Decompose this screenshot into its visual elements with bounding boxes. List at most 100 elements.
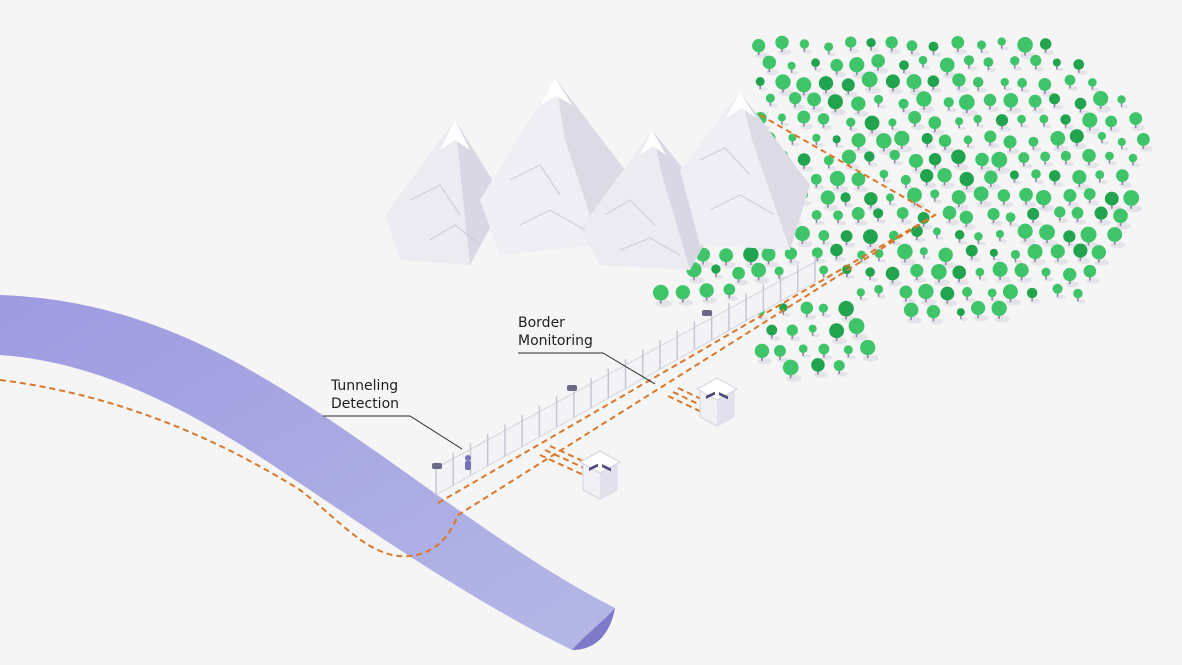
tree-icon bbox=[1082, 148, 1099, 169]
tunneling-detection-line-1: Tunneling bbox=[331, 378, 399, 394]
tree-icon bbox=[983, 57, 997, 73]
tree-icon bbox=[811, 58, 823, 72]
tree-icon bbox=[1093, 90, 1112, 113]
tree-icon bbox=[1050, 131, 1069, 153]
tree-icon bbox=[851, 172, 869, 193]
tree-icon bbox=[873, 208, 887, 224]
tree-icon bbox=[879, 169, 892, 184]
tree-icon bbox=[1027, 244, 1046, 266]
border-path bbox=[437, 114, 938, 504]
tree-icon bbox=[940, 286, 958, 307]
tree-icon bbox=[937, 168, 955, 189]
tree-icon bbox=[984, 130, 1000, 149]
tree-icon bbox=[1117, 137, 1129, 151]
tree-icon bbox=[1129, 112, 1146, 131]
tree-icon bbox=[963, 55, 978, 71]
tree-icon bbox=[829, 170, 849, 193]
tree-icon bbox=[1030, 54, 1045, 72]
tree-icon bbox=[723, 283, 739, 301]
tree-icon bbox=[811, 358, 828, 378]
tree-icon bbox=[906, 40, 921, 57]
tree-icon bbox=[842, 264, 855, 280]
tree-icon bbox=[984, 170, 1001, 190]
tree-icon bbox=[807, 92, 824, 113]
tree-icon bbox=[952, 73, 969, 93]
tree-icon bbox=[1028, 136, 1042, 152]
tree-icon bbox=[1091, 245, 1109, 266]
tree-icon bbox=[885, 74, 903, 95]
tree-icon bbox=[1064, 74, 1079, 91]
tree-icon bbox=[886, 193, 898, 207]
tree-icon bbox=[866, 38, 879, 53]
tunneling-detection-line-2: Detection bbox=[331, 396, 400, 412]
tree-icon bbox=[779, 303, 791, 317]
tree-icon bbox=[1017, 37, 1036, 60]
tree-icon bbox=[762, 55, 780, 76]
tree-icon bbox=[911, 225, 926, 243]
tree-icon bbox=[851, 96, 869, 118]
tree-icon bbox=[833, 360, 848, 377]
border-monitoring-line-1: Border bbox=[518, 315, 565, 331]
tree-icon bbox=[897, 243, 916, 266]
tree-icon bbox=[1073, 288, 1086, 304]
tree-icon bbox=[843, 345, 856, 360]
tree-icon bbox=[856, 288, 868, 302]
tree-icon bbox=[1136, 132, 1153, 152]
tree-icon bbox=[1014, 263, 1032, 284]
tree-icon bbox=[898, 98, 912, 115]
tree-icon bbox=[1031, 169, 1044, 184]
tree-icon bbox=[817, 113, 833, 131]
tree-icon bbox=[874, 284, 887, 299]
tree-icon bbox=[919, 247, 931, 261]
tree-icon bbox=[903, 302, 922, 324]
tree-icon bbox=[997, 37, 1009, 51]
tree-icon bbox=[1063, 230, 1079, 249]
tree-icon bbox=[899, 285, 916, 305]
tree-icon bbox=[1017, 223, 1036, 246]
tree-icon bbox=[952, 265, 970, 286]
tree-icon bbox=[926, 304, 944, 325]
tree-icon bbox=[1107, 227, 1126, 249]
tree-icon bbox=[938, 247, 956, 269]
tree-icon bbox=[1049, 93, 1064, 110]
tree-icon bbox=[907, 187, 925, 209]
tree-icon bbox=[997, 189, 1014, 208]
tree-icon bbox=[818, 76, 837, 97]
person-icon bbox=[465, 455, 471, 470]
tree-icon bbox=[959, 171, 977, 193]
tree-icon bbox=[962, 286, 976, 303]
tree-icon bbox=[927, 75, 943, 93]
tree-icon bbox=[916, 91, 935, 114]
tree-icon bbox=[699, 283, 717, 304]
tree-icon bbox=[963, 135, 976, 150]
tree-icon bbox=[1010, 56, 1023, 71]
tree-icon bbox=[800, 301, 817, 321]
tree-icon bbox=[865, 267, 878, 283]
tree-icon bbox=[928, 152, 945, 172]
tree-icon bbox=[719, 248, 737, 269]
tree-icon bbox=[983, 93, 1000, 113]
tree-icon bbox=[782, 359, 802, 382]
tree-icon bbox=[812, 133, 824, 147]
camera-icon bbox=[567, 385, 577, 391]
tunneling-detection-leader bbox=[323, 415, 463, 450]
tree-icon bbox=[1027, 207, 1043, 226]
forest bbox=[652, 35, 1153, 382]
tunnel-path bbox=[0, 214, 936, 558]
tree-icon bbox=[918, 55, 931, 70]
tree-icon bbox=[788, 92, 805, 111]
mountain-icon bbox=[680, 92, 810, 250]
tree-icon bbox=[751, 262, 770, 284]
tree-icon bbox=[991, 151, 1011, 175]
tree-icon bbox=[841, 78, 858, 98]
tree-icon bbox=[775, 35, 792, 56]
tree-icon bbox=[766, 324, 781, 341]
tree-icon bbox=[975, 152, 992, 173]
tree-icon bbox=[830, 58, 847, 78]
border-monitoring-leader bbox=[518, 352, 656, 385]
tree-icon bbox=[908, 110, 925, 130]
tree-icon bbox=[1071, 206, 1087, 225]
tree-icon bbox=[832, 135, 844, 149]
tree-icon bbox=[1060, 150, 1074, 167]
camera-icon bbox=[702, 310, 712, 316]
